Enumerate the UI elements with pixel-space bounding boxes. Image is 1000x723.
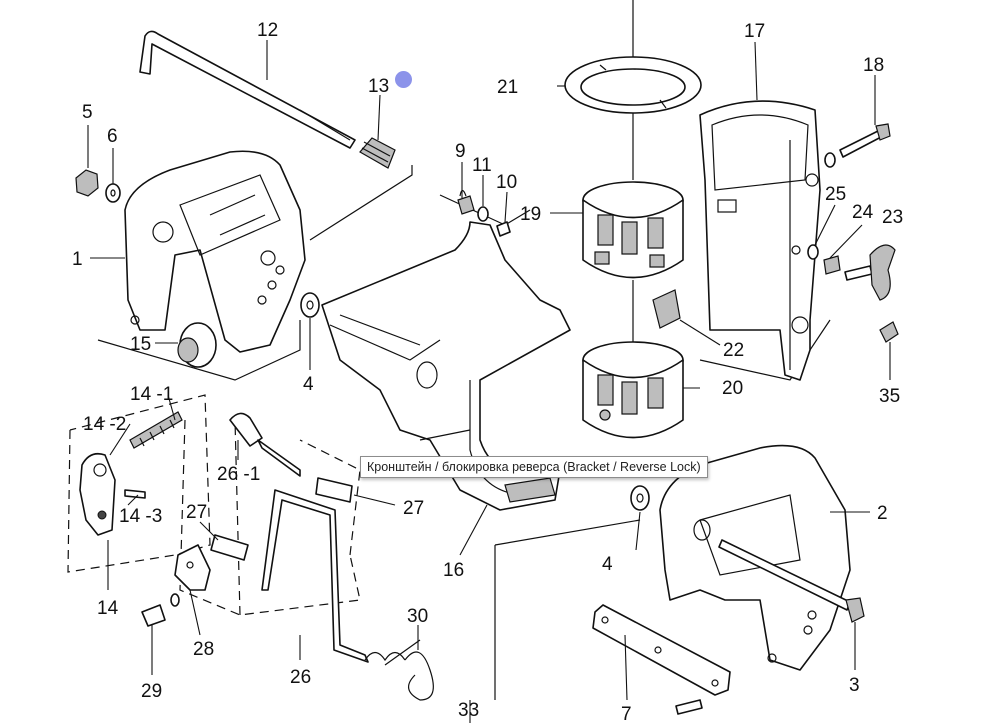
callout-29: 29 [141,681,162,702]
part-7-screw [675,699,703,715]
callout-12: 12 [257,20,278,41]
part-4-washer-upper [300,292,320,318]
part-26-lever-rod [257,439,369,663]
callout-26: 26 [290,667,311,688]
part-23-wing-screw [844,244,896,301]
part-30-spring [364,639,434,701]
part-18-bolt [839,123,891,158]
part-20-bushing-lower [582,341,684,439]
callout-23: 23 [882,207,903,228]
part-27-pin-upper [315,477,353,503]
part-13-spring [359,137,396,169]
callout-3: 3 [849,675,860,696]
callout-14: 14 [97,598,119,619]
callout-18: 18 [863,55,884,76]
part-24-spring [823,255,841,275]
callout-14-1: 14 -1 [130,384,173,405]
callout-30: 30 [407,606,428,627]
part-18-washer [824,152,836,168]
callout-22: 22 [723,340,744,361]
part-17-housing [699,100,821,381]
part-1-left-bracket [124,150,306,353]
callout-7: 7 [621,704,632,723]
part-7-plate [592,604,731,696]
callout-17: 17 [744,21,765,42]
callout-16: 16 [443,560,464,581]
part-27-pin-lower [210,534,249,561]
part-26-1-pin [229,412,263,447]
callout-6: 6 [107,126,118,147]
part-22-pad [652,289,681,329]
cursor-indicator [395,71,412,88]
part-4-washer-lower [630,485,650,511]
callout-26-1: 26 -1 [217,464,260,485]
part-3-long-bolt [718,539,865,623]
part-16-swivel-bracket [321,221,571,511]
callout-35: 35 [879,386,900,407]
part-10-bolt [496,221,511,237]
callout-28: 28 [193,639,214,660]
callout-33: 33 [458,700,479,721]
part-6-washer [105,183,121,203]
callout-9: 9 [455,141,466,162]
part-14-3-pin [124,489,146,499]
callout-15: 15 [130,334,151,355]
callout-2: 2 [877,503,888,524]
callout-labels: 12 13 5 6 1 15 4 9 11 10 21 19 22 20 17 … [72,20,903,723]
callout-19: 19 [520,204,541,225]
callout-10: 10 [496,172,517,193]
part-21-ring [564,56,702,114]
callout-21: 21 [497,77,518,98]
callout-5: 5 [82,102,93,123]
part-15-pulley [177,322,217,368]
callout-14-2: 14 -2 [83,414,126,435]
callout-4-lower: 4 [602,554,613,575]
image-title-tooltip: Кронштейн / блокировка реверса (Bracket … [360,456,708,478]
callout-11: 11 [472,155,492,176]
part-25-washer [807,244,819,260]
callout-24: 24 [852,202,874,223]
callout-1: 1 [72,249,83,270]
part-29-bolt [141,593,180,627]
part-5-nut [75,169,99,197]
callout-4-upper: 4 [303,374,314,395]
part-14-1-spring [129,411,183,449]
leader-lines [87,40,891,723]
callout-27-upper: 27 [403,498,424,519]
callout-20: 20 [722,378,743,399]
callout-13: 13 [368,76,389,97]
part-19-bushing-upper [582,181,684,279]
part-14-2-lever [79,452,116,536]
assembly-boundary-lines [67,0,831,700]
part-11-washer [477,206,489,222]
callout-14-3: 14 -3 [119,506,162,527]
callout-25: 25 [825,184,846,205]
part-9-spring [457,189,475,215]
part-28-bracket [174,544,211,591]
callout-27-lower: 27 [186,502,207,523]
part-35-fitting [879,321,899,343]
part-12-rod [139,30,356,149]
